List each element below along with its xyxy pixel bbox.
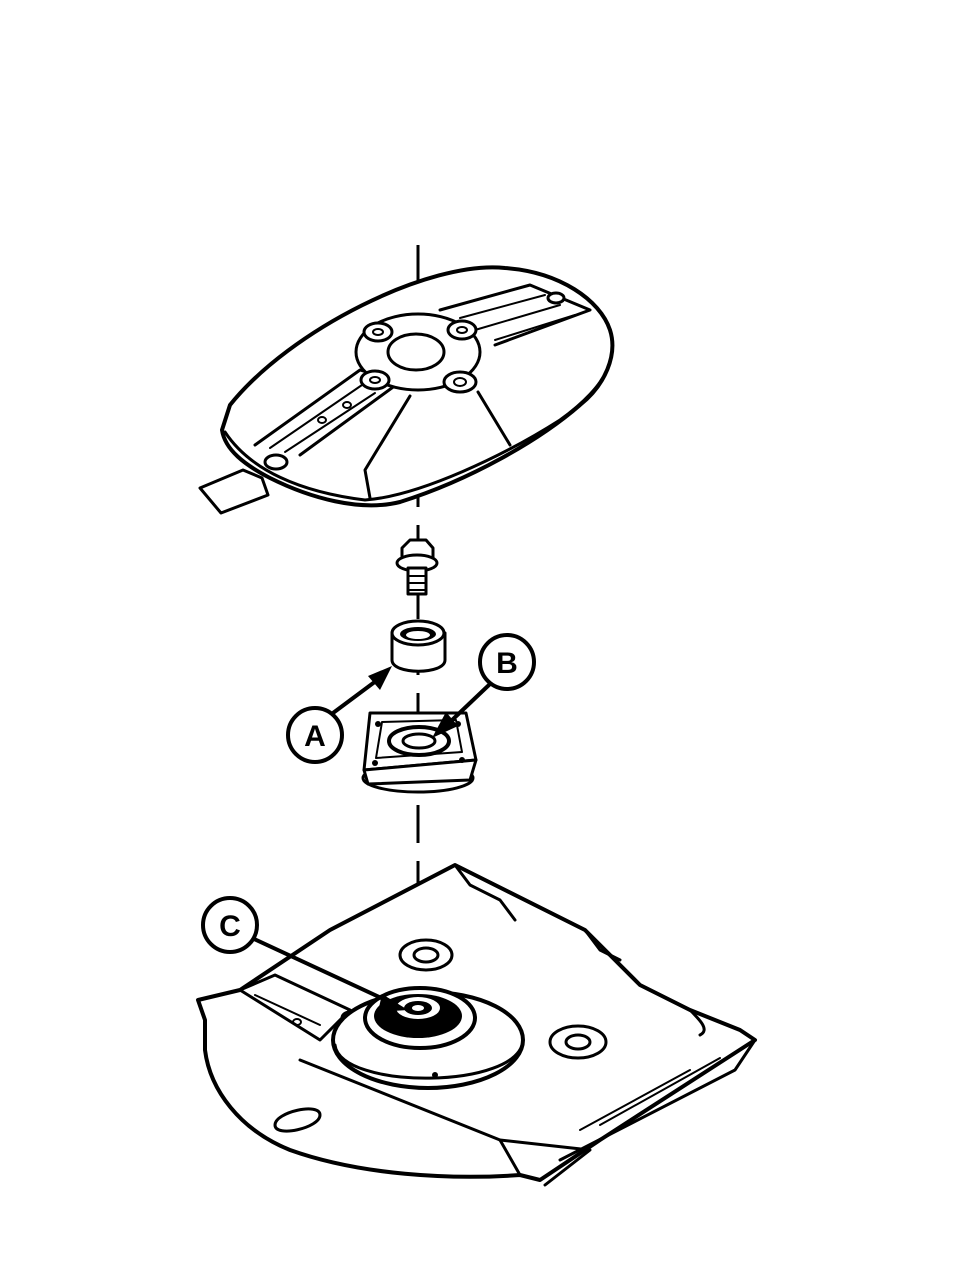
callout-c: C [201,896,408,1012]
callout-a-label: A [304,720,326,753]
upper-housing [198,265,615,515]
spindle-hub [331,986,525,1090]
callout-b: B [432,633,536,738]
callout-b-label: B [496,647,518,680]
callout-a: A [286,666,392,764]
bolt [395,538,439,596]
bushing [390,619,447,673]
callout-c-label: C [219,910,241,943]
bearing-plate [361,711,478,794]
